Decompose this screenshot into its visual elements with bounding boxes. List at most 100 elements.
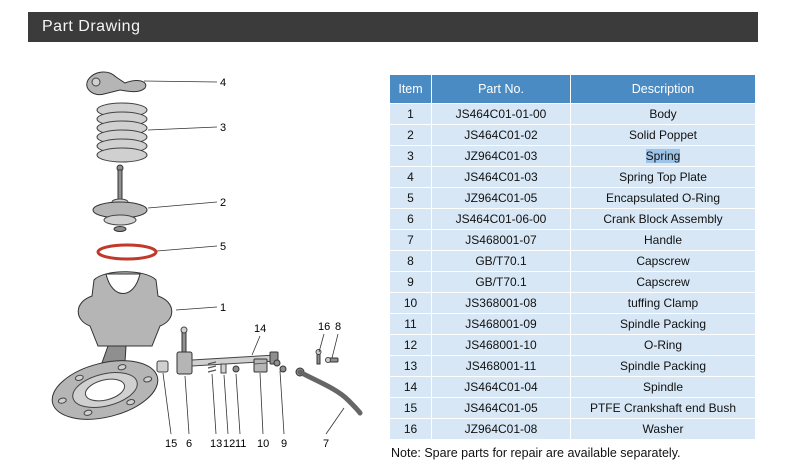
diagram-svg: 4 3 2 5 1 14 16 8 15 6 13 12 11 10 9 7: [51, 71, 363, 450]
part-no-cell: JS464C01-02: [431, 124, 571, 146]
part-no-cell: JS464C01-06-00: [431, 208, 571, 230]
note-text: Note: Spare parts for repair are availab…: [391, 446, 681, 460]
description-cell: Crank Block Assembly: [570, 208, 756, 230]
part-o-ring: [96, 243, 158, 261]
description-cell: PTFE Crankshaft end Bush: [570, 397, 756, 419]
part-label-6: 6: [186, 438, 192, 450]
part-label-4: 4: [220, 77, 226, 89]
table-header-row: Item Part No. Description: [389, 74, 756, 104]
part-spring-top-plate: [86, 71, 147, 96]
part-no-cell: JZ964C01-03: [431, 145, 571, 167]
item-cell: 2: [389, 124, 432, 146]
part-capscrew-8: [325, 357, 339, 363]
item-cell: 4: [389, 166, 432, 188]
item-cell: 13: [389, 355, 432, 377]
item-cell: 16: [389, 418, 432, 440]
item-cell: 9: [389, 271, 432, 293]
part-flange: [51, 360, 159, 420]
part-no-cell: JS468001-07: [431, 229, 571, 251]
part-label-15: 15: [165, 438, 177, 450]
item-cell: 6: [389, 208, 432, 230]
part-ptfe-bush: [156, 360, 169, 373]
part-stuffing-clamp: [253, 358, 268, 373]
part-label-8: 8: [335, 321, 341, 333]
exploded-view-diagram: 4 3 2 5 1 14 16 8 15 6 13 12 11 10 9 7: [24, 58, 384, 460]
item-cell: 10: [389, 292, 432, 314]
description-cell: Washer: [570, 418, 756, 440]
description-cell: Spring Top Plate: [570, 166, 756, 188]
description-cell: O-Ring: [570, 334, 756, 356]
description-cell: Solid Poppet: [570, 124, 756, 146]
part-labels: 4 3 2 5 1 14 16 8 15 6 13 12 11 10 9 7: [165, 77, 341, 450]
description-cell: Spindle Packing: [570, 355, 756, 377]
part-label-5: 5: [220, 241, 226, 253]
part-no-cell: JS464C01-04: [431, 376, 571, 398]
col-header-description: Description: [570, 74, 756, 104]
part-washer: [315, 349, 322, 365]
part-no-cell: GB/T70.1: [431, 250, 571, 272]
part-crank-block: [176, 326, 193, 375]
part-label-2: 2: [220, 197, 226, 209]
part-no-cell: GB/T70.1: [431, 271, 571, 293]
part-spring: [96, 102, 148, 163]
part-label-7: 7: [323, 438, 329, 450]
item-cell: 15: [389, 397, 432, 419]
item-cell: 12: [389, 334, 432, 356]
description-cell: Spring: [570, 145, 756, 167]
part-no-cell: JS468001-11: [431, 355, 571, 377]
part-no-cell: JS464C01-05: [431, 397, 571, 419]
part-label-1: 1: [220, 302, 226, 314]
part-label-3: 3: [220, 122, 226, 134]
item-cell: 7: [389, 229, 432, 251]
item-cell: 11: [389, 313, 432, 335]
col-header-part-no: Part No.: [431, 74, 571, 104]
description-cell: Body: [570, 103, 756, 125]
part-handle: [295, 367, 363, 416]
item-cell: 3: [389, 145, 432, 167]
leader-lines: [143, 80, 345, 435]
part-label-13: 13: [210, 438, 222, 450]
part-label-12: 12: [223, 438, 235, 450]
part-no-cell: JS468001-10: [431, 334, 571, 356]
part-no-cell: JZ964C01-08: [431, 418, 571, 440]
part-label-10: 10: [257, 438, 269, 450]
page-title-text: Part Drawing: [42, 18, 141, 35]
part-solid-poppet: [92, 164, 148, 232]
part-no-cell: JS468001-09: [431, 313, 571, 335]
col-header-item: Item: [389, 74, 432, 104]
part-no-cell: JS464C01-01-00: [431, 103, 571, 125]
description-cell: tuffing Clamp: [570, 292, 756, 314]
page-title: Part Drawing: [28, 12, 758, 42]
description-cell: Capscrew: [570, 271, 756, 293]
part-packing-set: [207, 361, 240, 374]
selected-text: Spring: [645, 149, 681, 163]
part-label-16: 16: [318, 321, 330, 333]
item-cell: 14: [389, 376, 432, 398]
part-no-cell: JS464C01-03: [431, 166, 571, 188]
part-label-9: 9: [281, 438, 287, 450]
part-no-cell: JS368001-08: [431, 292, 571, 314]
part-label-11: 11: [235, 438, 246, 450]
description-cell: Capscrew: [570, 250, 756, 272]
item-cell: 5: [389, 187, 432, 209]
item-cell: 1: [389, 103, 432, 125]
